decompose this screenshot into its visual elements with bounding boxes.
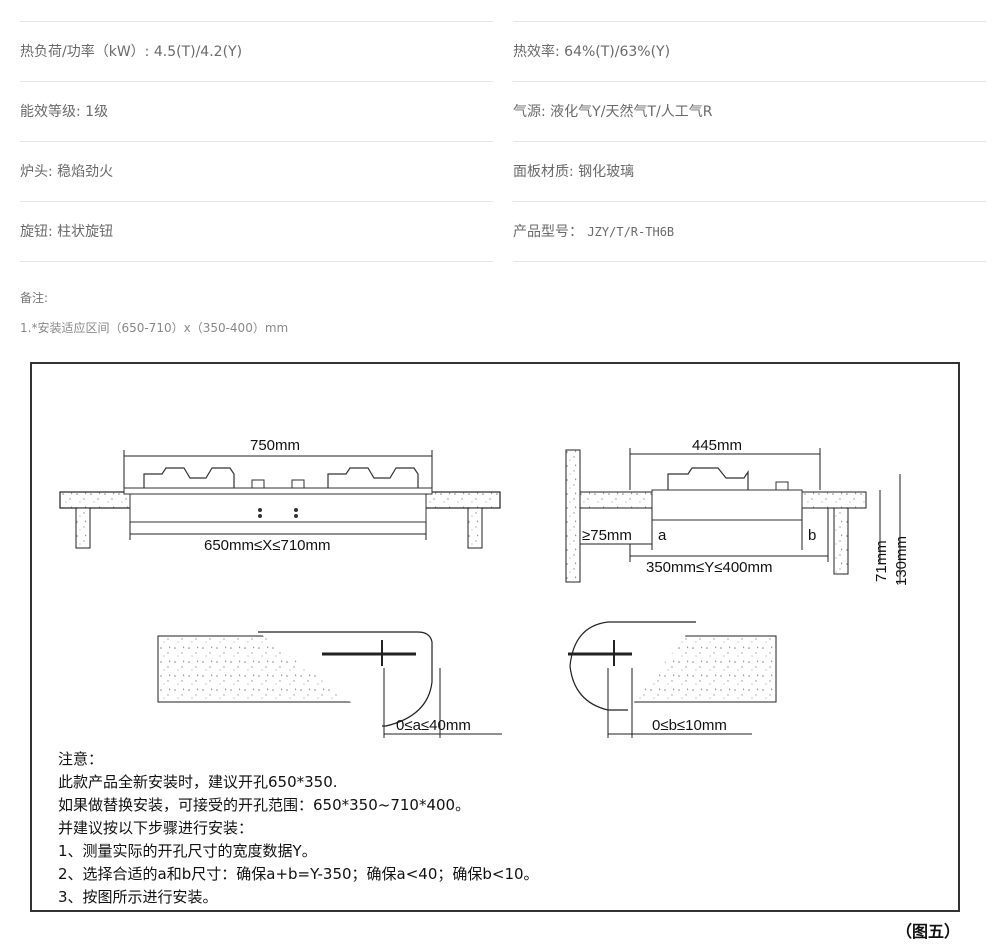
knob-right xyxy=(291,479,305,489)
spec-value: JZY/T/R-TH6B xyxy=(587,225,675,239)
spec-row-energy-grade: 能效等级: 1级 xyxy=(20,82,493,142)
front-view: 750mm 650mm≤X≤710mm xyxy=(59,437,501,554)
spec-row-efficiency: 热效率: 64%(T)/63%(Y) xyxy=(513,22,986,82)
spec-value: 钢化玻璃 xyxy=(578,164,635,180)
support-side xyxy=(833,507,849,575)
stove-panel xyxy=(123,487,433,495)
spec-row-heat-load: 热负荷/功率（kW）: 4.5(T)/4.2(Y) xyxy=(20,22,493,82)
spec-row-model: 产品型号： JZY/T/R-TH6B xyxy=(513,202,986,262)
notes-title: 备注: xyxy=(20,291,49,305)
caution-line: 此款产品全新安装时，建议开孔650*350. xyxy=(58,773,338,791)
side-a-label: a xyxy=(658,527,667,544)
detail-b-stove xyxy=(569,621,696,711)
burner-right xyxy=(327,467,419,488)
spec-value: 1级 xyxy=(85,104,109,120)
support-left xyxy=(75,507,91,549)
stove-body xyxy=(129,489,427,523)
detail-b: 0≤b≤10mm xyxy=(568,621,777,738)
notes-line: 1.*安装适应区间（650-710）x（350-400）mm xyxy=(20,321,289,335)
spec-value: 液化气Y/天然气T/人工气R xyxy=(550,104,713,120)
caution-line: 并建议按以下步骤进行安装： xyxy=(58,819,254,837)
spec-label: 热效率: xyxy=(513,44,560,60)
spec-label: 气源: xyxy=(513,104,546,120)
side-top-dim: 445mm xyxy=(692,437,742,454)
installation-figure: 750mm 650mm≤X≤710mm 445mm ≥75mm a b xyxy=(30,362,960,912)
spec-label: 产品型号： xyxy=(513,224,583,240)
stove-side-body xyxy=(651,489,803,521)
spec-value: 64%(T)/63%(Y) xyxy=(564,44,671,60)
spec-value: 稳焰劲火 xyxy=(57,164,114,180)
figure-caption: （图五） xyxy=(895,922,960,941)
burner-side xyxy=(667,467,749,490)
spec-label: 热负荷/功率（kW）: xyxy=(20,44,150,60)
detail-a: 0≤a≤40mm xyxy=(157,631,502,738)
spec-row-top-left xyxy=(20,0,493,22)
installation-diagram: 750mm 650mm≤X≤710mm 445mm ≥75mm a b xyxy=(59,437,910,738)
side-h1-dim: 71mm xyxy=(873,540,890,582)
spec-label: 旋钮: xyxy=(20,224,53,240)
caution-line: 注意： xyxy=(58,750,104,768)
spec-label: 能效等级: xyxy=(20,104,81,120)
caution-notes: 注意： 此款产品全新安装时，建议开孔650*350. 如果做替换安装，可接受的开… xyxy=(58,748,539,909)
caution-line: 1、测量实际的开孔尺寸的宽度数据Y。 xyxy=(58,842,317,860)
spec-row-burner: 炉头: 稳焰劲火 xyxy=(20,142,493,202)
caution-line: 3、按图所示进行安装。 xyxy=(58,888,218,906)
detail-right-dim: 0≤b≤10mm xyxy=(652,717,727,734)
spec-label: 炉头: xyxy=(20,164,53,180)
spec-value: 4.5(T)/4.2(Y) xyxy=(153,44,243,60)
side-bottom-dim: 350mm≤Y≤400mm xyxy=(646,559,773,576)
burner-left xyxy=(143,467,235,488)
front-bottom-dim: 650mm≤X≤710mm xyxy=(204,537,331,554)
knob-left xyxy=(251,479,265,489)
spec-row-panel-material: 面板材质: 钢化玻璃 xyxy=(513,142,986,202)
wall xyxy=(565,449,581,583)
caution-line: 如果做替换安装，可接受的开孔范围：650*350~710*400。 xyxy=(58,796,471,814)
side-left-dim: ≥75mm xyxy=(582,527,632,544)
spec-row-knob: 旋钮: 柱状旋钮 xyxy=(20,202,493,262)
side-h2-dim: 130mm xyxy=(893,536,910,586)
spec-row-gas-source: 气源: 液化气Y/天然气T/人工气R xyxy=(513,82,986,142)
side-view: 445mm ≥75mm a b 350mm≤Y≤400mm 71mm 130mm xyxy=(565,437,910,586)
caution-line: 2、选择合适的a和b尺寸：确保a+b=Y-350；确保a<40；确保b<10。 xyxy=(58,865,539,883)
spec-value: 柱状旋钮 xyxy=(57,224,114,240)
spec-label: 面板材质: xyxy=(513,164,574,180)
detail-left-dim: 0≤a≤40mm xyxy=(396,717,471,734)
spec-row-top-right xyxy=(513,0,986,22)
side-b-label: b xyxy=(808,527,816,544)
front-top-dim: 750mm xyxy=(250,437,300,454)
support-right xyxy=(467,507,483,549)
